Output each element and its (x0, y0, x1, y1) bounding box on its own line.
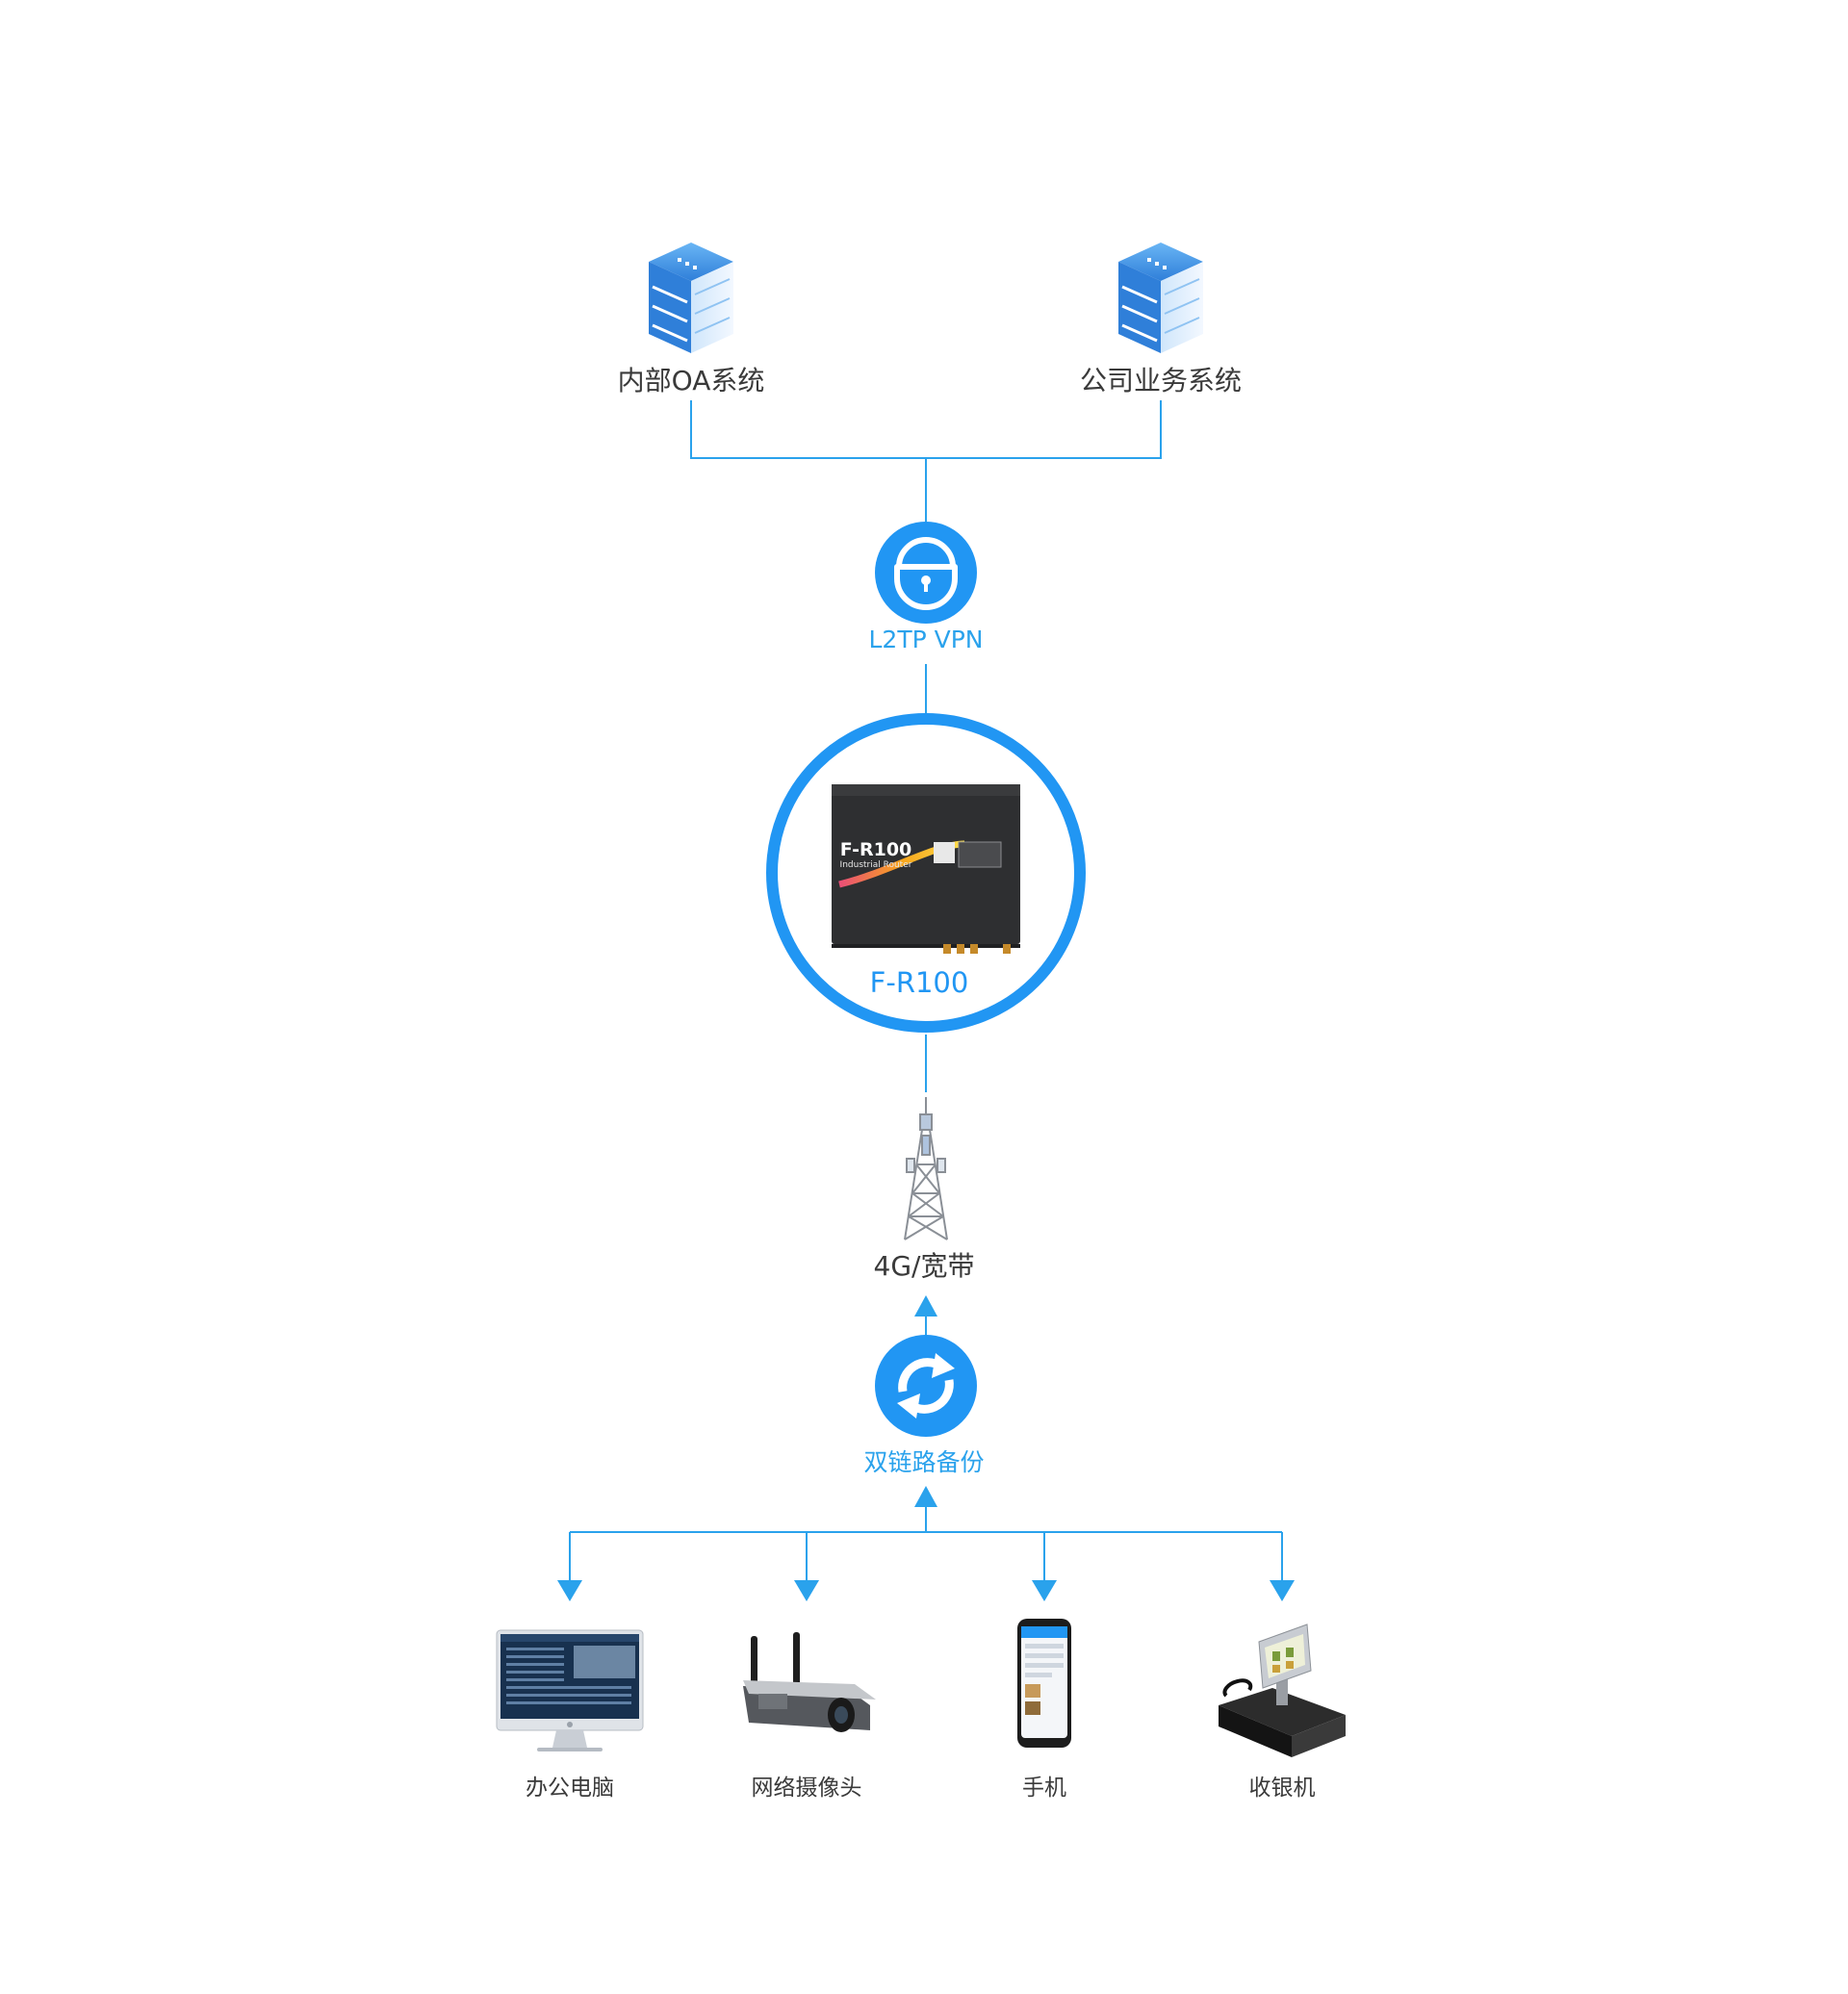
device-label-phone: 手机 (1022, 1776, 1066, 1801)
arrow-down-device-4 (1270, 1580, 1295, 1601)
vpn-lock-icon (875, 522, 977, 624)
arrow-down-device-1 (557, 1580, 582, 1601)
line-server-left (690, 400, 1162, 459)
cell-tower-icon (904, 1097, 948, 1240)
arrow-up-tower (914, 1295, 937, 1317)
arrowheads (557, 1295, 1295, 1601)
backup-label: 双链路备份 (863, 1448, 985, 1476)
mobile-phone-icon (1017, 1619, 1071, 1748)
arrow-up-backup (914, 1486, 937, 1507)
refresh-sync-icon (875, 1335, 977, 1437)
server-stack-icon (1118, 243, 1203, 353)
router-label: F-R100 (869, 966, 969, 999)
network-camera-icon (743, 1632, 876, 1732)
desktop-computer-icon (496, 1629, 644, 1751)
server-label-oa: 内部OA系统 (617, 365, 765, 396)
device-label-register: 收银机 (1248, 1776, 1316, 1801)
server-label-business: 公司业务系统 (1079, 365, 1243, 396)
router-device-subtitle: Industrial Router (839, 860, 912, 870)
connector-lines (569, 400, 1283, 1588)
tower-label: 4G/宽带 (873, 1250, 975, 1282)
vpn-label: L2TP VPN (868, 626, 984, 653)
device-label-pc: 办公电脑 (526, 1776, 614, 1801)
router-device-title: F-R100 (839, 839, 912, 860)
arrow-down-device-2 (794, 1580, 819, 1601)
router-device-icon (766, 713, 1086, 1033)
arrow-down-device-3 (1032, 1580, 1057, 1601)
cash-register-icon (1219, 1623, 1346, 1757)
server-stack-icon (649, 243, 733, 353)
device-label-camera: 网络摄像头 (751, 1776, 862, 1801)
